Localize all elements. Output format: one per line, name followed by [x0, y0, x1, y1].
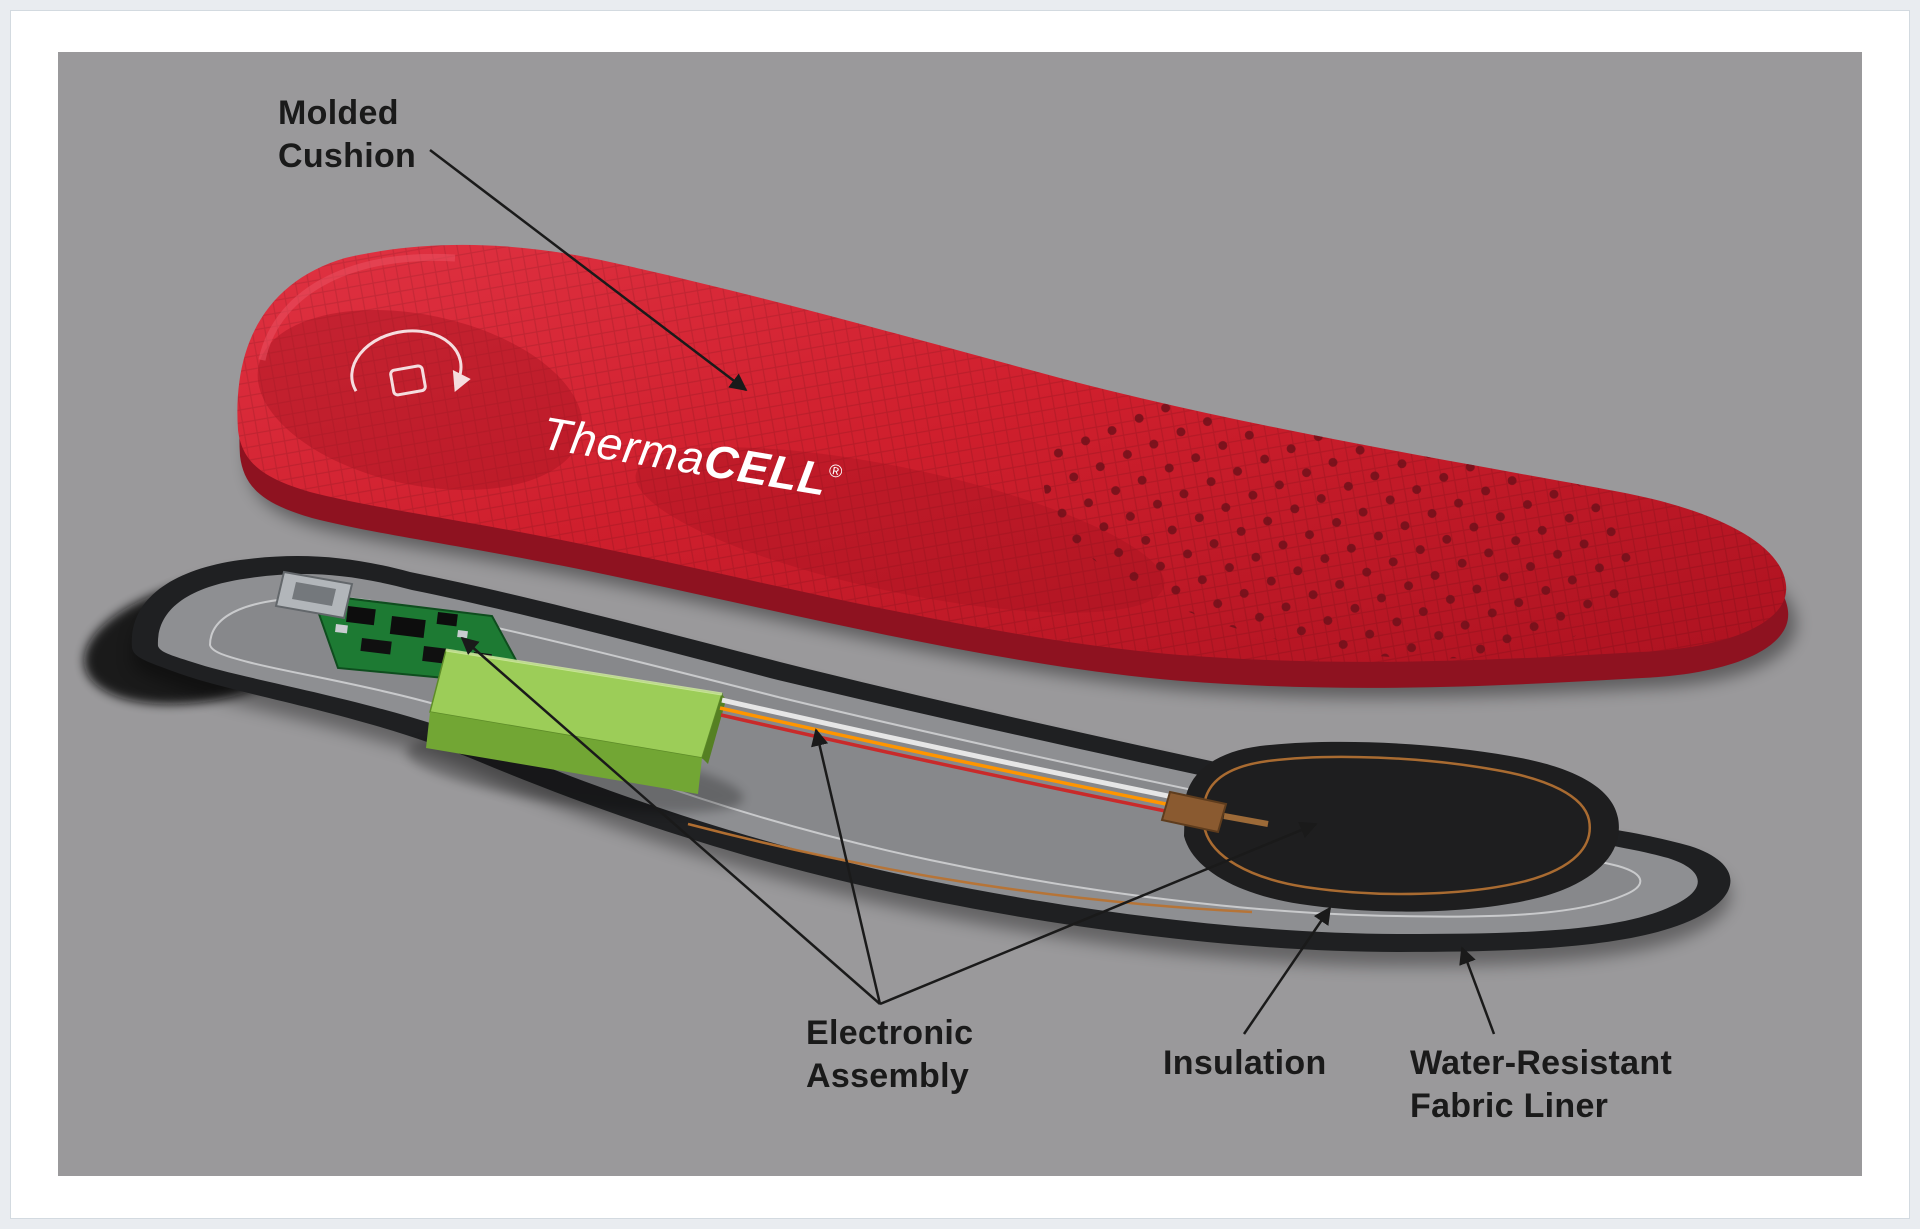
arrow-molded-cushion	[429, 149, 748, 392]
wire-white	[721, 697, 1179, 801]
pcb-component	[457, 630, 468, 639]
heel-depression-shading	[257, 310, 583, 490]
label-water-resistant-fabric-liner: Water-Resistant Fabric Liner	[1410, 1044, 1673, 1125]
pad-connector	[1160, 790, 1269, 834]
label-molded-cushion: Molded Cushion	[278, 94, 417, 175]
arrow-insulation	[1242, 906, 1332, 1035]
registered-mark: ®	[827, 460, 844, 482]
battery-front-face	[426, 712, 702, 794]
wire-orange	[719, 706, 1177, 808]
heating-pad-copper-trace	[1203, 755, 1591, 896]
pcb-component	[360, 637, 392, 655]
label-electronic-assembly: Electronic Assembly	[806, 1014, 974, 1095]
pcb-component	[346, 606, 376, 626]
arrow-fabric-liner	[1459, 946, 1496, 1035]
battery-pack	[426, 648, 726, 794]
rotate-arrow-icon	[350, 329, 471, 397]
label-insulation: Insulation	[1163, 1044, 1327, 1082]
arrow-electronic-assembly-middle	[811, 728, 882, 1005]
wire-red	[720, 713, 1176, 815]
arrow-electronic-assembly-left	[460, 636, 881, 1005]
arch-shading	[635, 447, 1165, 613]
battery-edge-highlight	[445, 648, 723, 696]
connector-clip	[274, 570, 354, 620]
callout-arrows	[429, 149, 1496, 1035]
battery-end-face	[702, 694, 726, 764]
arrow-electronic-assembly-right	[879, 821, 1318, 1006]
heel-rim-highlight	[258, 253, 456, 361]
copper-wire	[687, 822, 1253, 914]
heating-pad	[1184, 741, 1619, 912]
pcb-component	[389, 615, 426, 639]
pcb-component	[335, 623, 348, 634]
pcb-component	[436, 612, 458, 627]
